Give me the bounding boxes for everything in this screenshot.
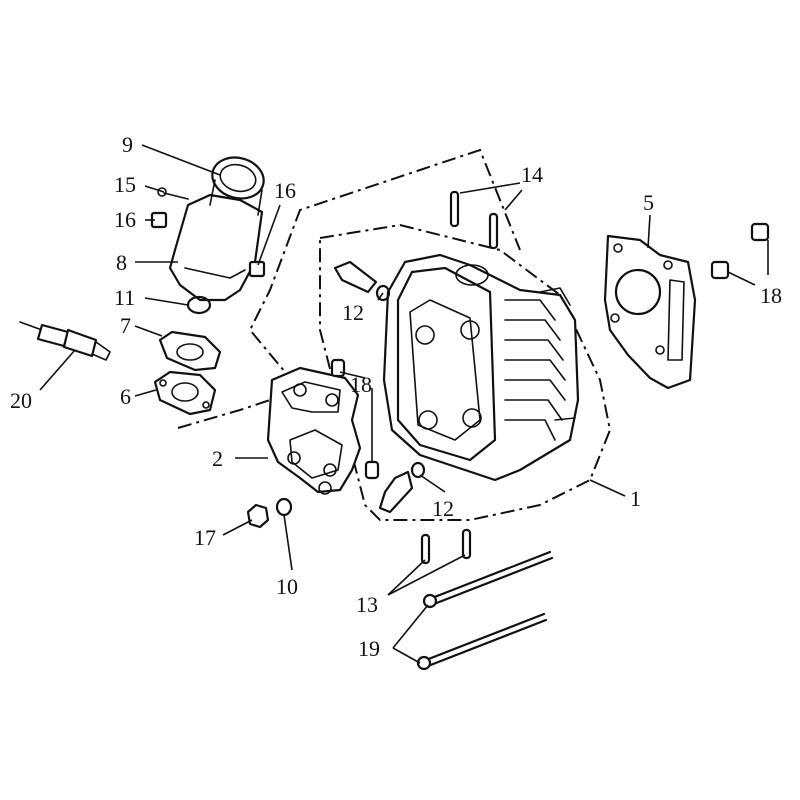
callout-1: 1	[630, 486, 641, 511]
stud-bolt-19-lower	[416, 612, 548, 671]
boundary-intake-assembly	[177, 148, 521, 429]
cylinder-head	[382, 253, 580, 482]
seal-12-upper	[375, 284, 391, 302]
callout-20: 20	[10, 388, 32, 413]
valve-guide-12-lower	[378, 470, 414, 514]
stud-bolt-19-upper	[422, 550, 554, 609]
callout-12-lower: 12	[432, 496, 454, 521]
spark-plug	[19, 321, 111, 361]
dowel-18-d	[710, 260, 730, 280]
callout-2: 2	[212, 446, 223, 471]
intake-gasket-6	[153, 370, 217, 416]
callout-15: 15	[114, 172, 136, 197]
callout-8: 8	[116, 250, 127, 275]
callout-16-right: 16	[274, 178, 296, 203]
nut-17	[246, 503, 270, 529]
leader-lines	[39, 144, 769, 664]
callout-18-center: 18	[350, 372, 372, 397]
callout-7: 7	[120, 313, 131, 338]
washer-10	[275, 497, 293, 517]
pin-13a	[420, 533, 431, 565]
dowel-pin-14a	[449, 190, 460, 228]
boundary-head-assembly	[319, 223, 612, 521]
callout-6: 6	[120, 384, 131, 409]
callout-16-left: 16	[114, 207, 136, 232]
dowel-18-c	[750, 222, 770, 242]
insulator-gasket-7	[158, 330, 222, 372]
callout-5: 5	[643, 190, 654, 215]
bolt-15	[157, 187, 189, 200]
head-gasket	[603, 234, 697, 390]
callout-9: 9	[122, 132, 133, 157]
callout-18-right: 18	[760, 283, 782, 308]
nut-16-right	[248, 260, 266, 278]
dowel-pin-14b	[488, 212, 499, 250]
callout-11: 11	[114, 285, 135, 310]
pin-13b	[461, 528, 472, 560]
callout-17: 17	[194, 525, 216, 550]
callout-14: 14	[521, 162, 543, 187]
camshaft-holder	[266, 366, 362, 495]
valve-guide-12-upper	[333, 260, 378, 294]
dowel-18-b	[364, 460, 380, 480]
intake-pipe	[168, 156, 265, 302]
seal-12-lower	[410, 461, 426, 479]
dowel-18-a	[330, 358, 346, 378]
callout-12-upper: 12	[342, 300, 364, 325]
callout-19: 19	[358, 636, 380, 661]
callout-10: 10	[276, 574, 298, 599]
callout-13: 13	[356, 592, 378, 617]
